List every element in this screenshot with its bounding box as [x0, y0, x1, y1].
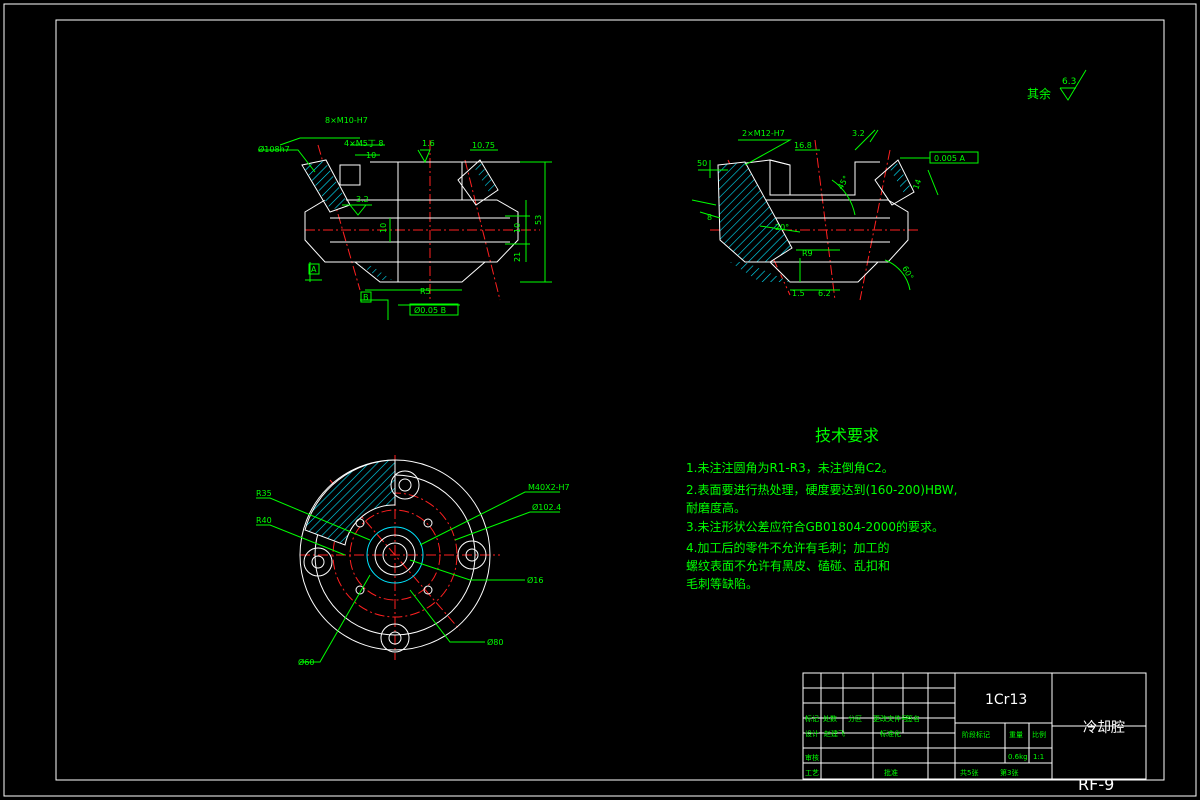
svg-text:4×M5丁 8: 4×M5丁 8	[344, 139, 383, 148]
svg-text:标准化: 标准化	[880, 729, 901, 738]
svg-text:M40X2-H7: M40X2-H7	[528, 483, 570, 492]
svg-text:50: 50	[697, 159, 707, 168]
drawing-number: RF-9	[1078, 775, 1114, 794]
svg-text:审核: 审核	[805, 753, 819, 762]
technical-requirements: 技术要求 1.未注注圆角为R1-R3，未注倒角C2。 2.表面要进行热处理，硬度…	[686, 426, 957, 591]
part-name: 冷却腔	[1083, 720, 1125, 736]
tech-req-line-2: 2.表面要进行热处理，硬度要达到(160-200)HBW,	[686, 482, 957, 497]
tech-req-line-7: 毛刺等缺陷。	[686, 576, 758, 591]
title-block: 1Cr13 冷却腔 RF-9 标记 处数 分区 更改文件号 签名 设计 赵建飞 …	[802, 672, 1147, 794]
outer-sheet-border	[3, 3, 1197, 797]
svg-text:0.005 A: 0.005 A	[934, 154, 965, 163]
svg-text:R9: R9	[802, 249, 813, 258]
svg-text:3.2: 3.2	[852, 129, 865, 138]
svg-text:Ø0.05 B: Ø0.05 B	[414, 305, 446, 315]
svg-text:20°: 20°	[775, 223, 789, 232]
svg-text:6.2: 6.2	[818, 289, 831, 298]
tech-req-line-1: 1.未注注圆角为R1-R3，未注倒角C2。	[686, 460, 894, 475]
svg-text:共5张: 共5张	[960, 768, 978, 777]
svg-text:14: 14	[911, 178, 923, 191]
svg-text:10: 10	[513, 223, 522, 233]
svg-text:其余: 其余	[1027, 86, 1051, 101]
tech-req-line-4: 3.未注形状公差应符合GB01804-2000的要求。	[686, 519, 944, 534]
svg-text:Ø80: Ø80	[487, 637, 503, 647]
svg-text:1.5: 1.5	[792, 289, 805, 298]
svg-text:10.75: 10.75	[472, 141, 495, 150]
svg-text:分区: 分区	[848, 714, 862, 723]
svg-text:21: 21	[513, 252, 522, 262]
svg-text:批准: 批准	[884, 768, 898, 777]
front-view: 8×M10-H7 Ø108h7 4×M5丁 8 10 1.6 10.75 3.2…	[258, 116, 552, 320]
plan-view: R35 R40 M40X2-H7 Ø102.4 Ø16 Ø80 Ø60	[256, 455, 570, 667]
svg-text:B: B	[363, 293, 369, 302]
svg-text:工艺: 工艺	[805, 769, 819, 777]
svg-text:R35: R35	[256, 489, 272, 498]
svg-text:45°: 45°	[836, 174, 851, 191]
svg-text:1:1: 1:1	[1033, 753, 1044, 761]
svg-text:赵建飞: 赵建飞	[824, 729, 845, 738]
svg-text:处数: 处数	[823, 714, 837, 723]
tech-req-line-3: 耐磨度高。	[686, 500, 746, 515]
svg-text:Ø108h7: Ø108h7	[258, 144, 290, 154]
svg-text:Ø102.4: Ø102.4	[532, 502, 561, 512]
inner-drawing-frame	[55, 19, 1165, 781]
svg-text:R40: R40	[256, 516, 272, 525]
svg-text:3.2: 3.2	[356, 195, 369, 204]
svg-text:10: 10	[366, 151, 376, 160]
svg-text:16.8: 16.8	[794, 141, 812, 150]
general-roughness-note: 其余 6.3	[1027, 69, 1087, 101]
svg-text:2×M12-H7: 2×M12-H7	[742, 129, 785, 138]
svg-text:第3张: 第3张	[1000, 768, 1018, 777]
svg-text:1.6: 1.6	[422, 139, 435, 148]
svg-text:A: A	[311, 265, 317, 274]
material: 1Cr13	[985, 692, 1027, 708]
svg-text:比例: 比例	[1032, 730, 1046, 739]
svg-text:Ø16: Ø16	[527, 575, 543, 585]
svg-text:8: 8	[707, 213, 712, 222]
tech-req-line-6: 螺纹表面不允许有黑皮、磕碰、乱扣和	[686, 558, 890, 573]
svg-text:8×M10-H7: 8×M10-H7	[325, 116, 368, 125]
svg-text:标记: 标记	[805, 714, 819, 723]
svg-text:0.6kg: 0.6kg	[1008, 753, 1028, 761]
svg-text:53: 53	[534, 215, 543, 225]
svg-text:更改文件号: 更改文件号	[873, 714, 908, 723]
svg-text:10: 10	[379, 223, 388, 233]
svg-text:6.3: 6.3	[1062, 77, 1076, 87]
tech-req-line-5: 4.加工后的零件不允许有毛刺；加工的	[686, 540, 889, 555]
svg-text:阶段标记: 阶段标记	[962, 730, 990, 739]
svg-text:Ø60: Ø60	[298, 657, 314, 667]
section-view: 2×M12-H7 50 16.8 3.2 0.005 A 45° 14 8 20…	[691, 129, 979, 301]
svg-text:R5: R5	[420, 287, 431, 296]
svg-text:重量: 重量	[1009, 731, 1023, 739]
svg-text:签名: 签名	[906, 714, 920, 723]
svg-text:设计: 设计	[805, 729, 819, 738]
tech-req-title: 技术要求	[815, 426, 879, 445]
